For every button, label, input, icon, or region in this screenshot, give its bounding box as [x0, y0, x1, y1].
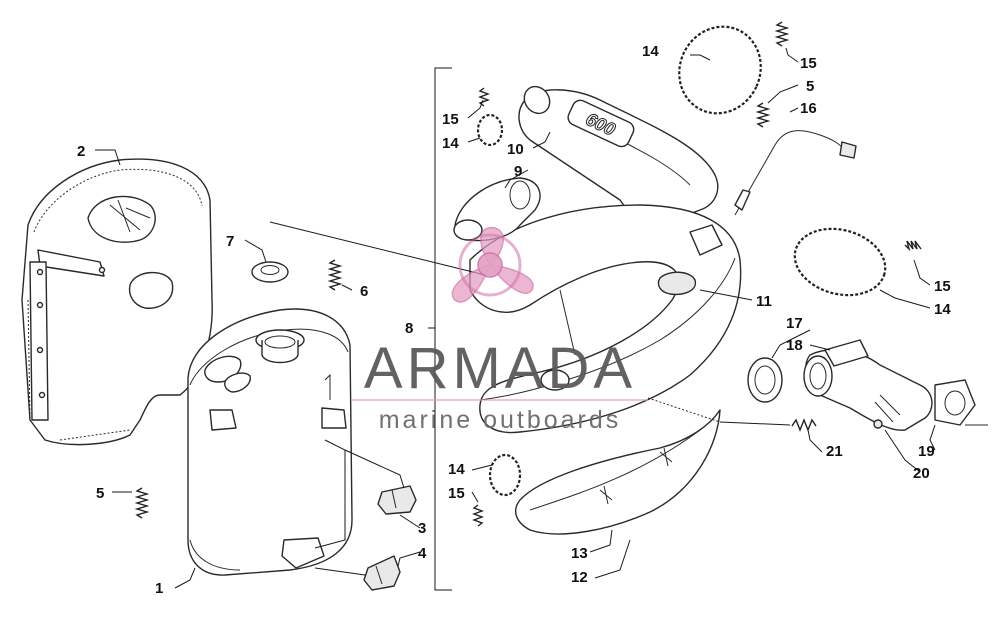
callout-14-top: 14 [642, 43, 659, 60]
callout-10: 10 [507, 141, 524, 158]
part-temp-sensor [734, 130, 857, 216]
part-gasket-ring [747, 357, 783, 403]
part-nut [873, 419, 883, 429]
callout-15-lower: 15 [448, 485, 465, 502]
part-spring-6 [327, 259, 343, 291]
callout-5-right: 5 [806, 78, 814, 95]
callout-14-right: 14 [934, 301, 951, 318]
callout-9: 9 [514, 163, 522, 180]
part-muffler-canister [187, 308, 353, 576]
propeller-logo-icon [451, 226, 534, 303]
callout-19: 19 [918, 443, 935, 460]
callout-7: 7 [226, 233, 234, 250]
part-rubber-mount-4 [363, 555, 401, 591]
part-rubber-mount-3 [377, 485, 417, 515]
part-lower-shield [514, 409, 721, 535]
part-outlet-pipe [803, 339, 933, 431]
callout-8: 8 [405, 320, 413, 337]
part-grommet [251, 261, 289, 283]
callout-15-top: 15 [800, 55, 817, 72]
part-spring-5-left [134, 487, 150, 519]
watermark-tagline: marine outboards [379, 406, 622, 434]
watermark: ARMADA marine outboards [352, 226, 648, 434]
callout-21: 21 [826, 443, 843, 460]
part-hose-clamp-small-top [476, 113, 504, 147]
callout-5-left: 5 [96, 485, 104, 502]
callout-13: 13 [571, 545, 588, 562]
part-hose-clamp-right [793, 227, 887, 297]
callout-14-lower: 14 [448, 461, 465, 478]
part-spring-15-top [774, 21, 790, 47]
group-bracket-8 [428, 67, 452, 591]
callout-11: 11 [756, 293, 772, 310]
model-badge: 600 [567, 99, 635, 148]
part-expansion-chamber: 600 [453, 85, 742, 434]
callout-20: 20 [913, 465, 930, 482]
callout-17: 17 [786, 315, 803, 332]
callout-2: 2 [77, 143, 85, 160]
callout-1: 1 [155, 580, 163, 597]
callouts: 2 7 6 5 1 3 4 8 15 14 10 9 14 15 5 16 11… [77, 43, 951, 597]
part-spring-21 [791, 418, 817, 432]
callout-3: 3 [418, 520, 426, 537]
watermark-brand: ARMADA [364, 336, 636, 401]
part-hose-clamp-top [678, 25, 762, 115]
callout-14-small: 14 [442, 135, 459, 152]
part-spring-15-small [478, 87, 490, 107]
callout-16: 16 [800, 100, 817, 117]
leader-lines [95, 47, 936, 589]
part-heat-shield [21, 158, 213, 446]
callout-12: 12 [571, 569, 588, 586]
callout-15-small: 15 [442, 111, 459, 128]
callout-18: 18 [786, 337, 803, 354]
part-spring-15-lower [472, 504, 484, 527]
callout-15-right: 15 [934, 278, 951, 295]
part-spring-5-right [755, 102, 771, 128]
part-spring-15-right [904, 240, 922, 252]
part-hose-clamp-small-bottom [488, 453, 522, 497]
callout-4: 4 [418, 545, 427, 562]
part-flange-gasket [934, 379, 988, 426]
callout-6: 6 [360, 283, 368, 300]
